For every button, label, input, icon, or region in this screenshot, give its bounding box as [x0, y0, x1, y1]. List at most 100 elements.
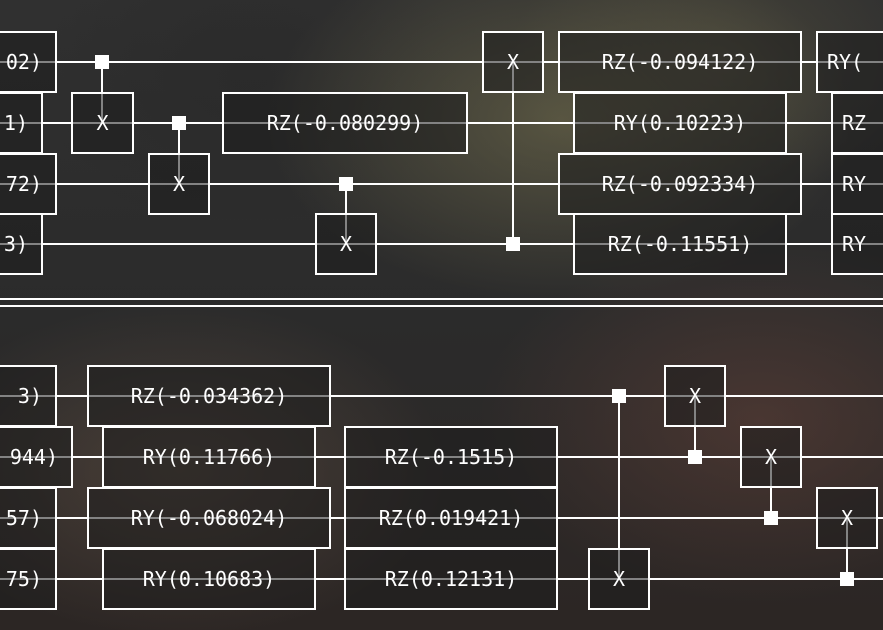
gate-label: RY( [827, 50, 863, 74]
rotation-gate: RZ(-0.094122) [558, 31, 802, 93]
control-dot [688, 450, 702, 464]
rotation-gate: RZ(0.019421) [344, 487, 558, 549]
gate-label: 72) [6, 172, 42, 196]
control-dot [172, 116, 186, 130]
gate-box [558, 153, 802, 215]
cnot-target-gate: X [482, 31, 544, 93]
rotation-gate: 72) [0, 153, 57, 215]
control-dot [339, 177, 353, 191]
gate-label: X [765, 445, 777, 469]
gate-box [664, 365, 726, 427]
rotation-gate: RY(0.10683) [102, 548, 316, 610]
cnot-target-gate: X [315, 213, 377, 275]
rotation-gate: 3) [0, 213, 43, 275]
gate-label: RZ(-0.11551) [608, 232, 753, 256]
gate-label: 57) [6, 506, 42, 530]
gate-box [740, 426, 802, 488]
gate-label: 3) [18, 384, 42, 408]
gate-label: RY(-0.068024) [131, 506, 288, 530]
gate-box [315, 213, 377, 275]
gate-label: 75) [6, 567, 42, 591]
gate-box [482, 31, 544, 93]
rotation-gate: RY(-0.068024) [87, 487, 331, 549]
rotation-gate: RY(0.10223) [573, 92, 787, 154]
gate-label: RZ(-0.092334) [602, 172, 759, 196]
gate-label: 1) [4, 111, 28, 135]
gate-label: X [96, 111, 108, 135]
cnot-target-gate: X [148, 153, 210, 215]
gate-box [344, 548, 558, 610]
gate-box [0, 548, 57, 610]
gate-box [831, 153, 883, 215]
gate-label: RZ(-0.1515) [385, 445, 517, 469]
gate-label: RZ(-0.080299) [267, 111, 424, 135]
gate-label: RY(0.10683) [143, 567, 275, 591]
rotation-gate: RY [831, 213, 883, 275]
gate-label: X [613, 567, 625, 591]
gate-box [102, 426, 316, 488]
gate-label: X [689, 384, 701, 408]
gate-box [0, 31, 57, 93]
control-dot [764, 511, 778, 525]
gate-box [148, 153, 210, 215]
gate-label: X [841, 506, 853, 530]
gate-box [0, 365, 57, 427]
rotation-gate: RZ [831, 92, 883, 154]
rotation-gate: RY( [816, 31, 883, 93]
gate-box [573, 92, 787, 154]
gate-box [816, 487, 878, 549]
gate-label: RZ [842, 111, 866, 135]
rotation-gate: 1) [0, 92, 43, 154]
gate-box [87, 365, 331, 427]
gate-box [558, 31, 802, 93]
gate-box [0, 426, 73, 488]
gate-label: RY(0.11766) [143, 445, 275, 469]
gate-box [831, 92, 883, 154]
gate-label: X [173, 172, 185, 196]
gate-box [573, 213, 787, 275]
gate-box [0, 153, 57, 215]
gate-box [71, 92, 134, 154]
gate-box [816, 31, 883, 93]
rotation-gate: RZ(-0.11551) [573, 213, 787, 275]
rotation-gate: RZ(-0.080299) [222, 92, 468, 154]
rotation-gate: 57) [0, 487, 57, 549]
rotation-gate: RZ(-0.1515) [344, 426, 558, 488]
gate-label: RZ(0.12131) [385, 567, 517, 591]
gate-label: X [507, 50, 519, 74]
cnot-target-gate: X [816, 487, 878, 549]
rotation-gate: 944) [0, 426, 73, 488]
gate-label: RZ(-0.094122) [602, 50, 759, 74]
control-dot [612, 389, 626, 403]
rotation-gate: RZ(0.12131) [344, 548, 558, 610]
rotation-gate: 3) [0, 365, 57, 427]
gate-label: RZ(0.019421) [379, 506, 524, 530]
rotation-gate: RY [831, 153, 883, 215]
rotation-gate: RY(0.11766) [102, 426, 316, 488]
gate-box [87, 487, 331, 549]
rotation-gate: RZ(-0.034362) [87, 365, 331, 427]
cnot-target-gate: X [588, 548, 650, 610]
gate-label: 02) [6, 50, 42, 74]
cnot-target-gate: X [664, 365, 726, 427]
gate-box [588, 548, 650, 610]
gate-box [831, 213, 883, 275]
gate-box [344, 426, 558, 488]
cnot-target-gate: X [71, 92, 134, 154]
gate-label: 3) [4, 232, 28, 256]
control-dot [95, 55, 109, 69]
gate-box [102, 548, 316, 610]
gate-box [222, 92, 468, 154]
gate-box [0, 92, 43, 154]
gate-label: RY(0.10223) [614, 111, 746, 135]
gate-label: RY [842, 232, 866, 256]
gate-label: RZ(-0.034362) [131, 384, 288, 408]
rotation-gate: 75) [0, 548, 57, 610]
cnot-target-gate: X [740, 426, 802, 488]
control-dot [840, 572, 854, 586]
gate-label: X [340, 232, 352, 256]
gate-label: RY [842, 172, 866, 196]
rotation-gate: RZ(-0.092334) [558, 153, 802, 215]
control-dot [506, 237, 520, 251]
